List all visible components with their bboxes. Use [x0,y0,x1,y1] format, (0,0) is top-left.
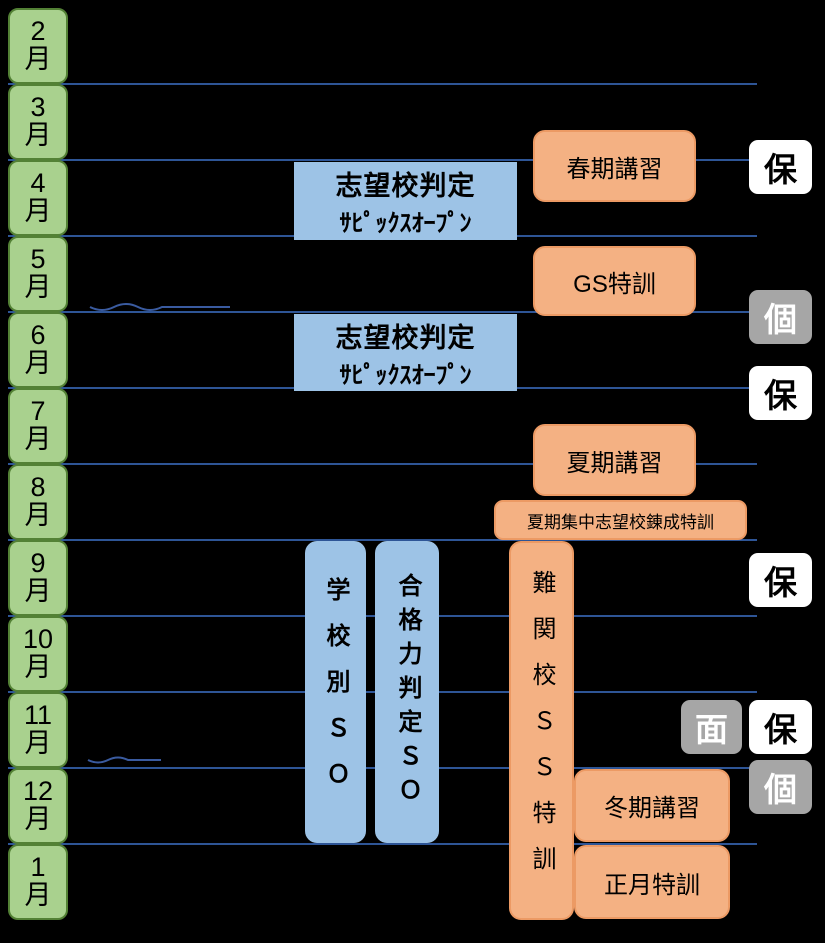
month-suffix: 月 [24,348,52,378]
individual-meeting-badge: 個 [749,290,812,344]
ink-mark [89,303,230,311]
gokakuryoku-hantei-so-box: 合格力判定ＳＯ [375,541,439,843]
month-number: 3 [30,92,46,123]
month-divider-line [8,159,757,161]
ink-mark [87,756,161,764]
school-betsu-so-box: 学校別ＳＯ [305,541,366,843]
parent-meeting-badge: 保 [749,553,812,607]
sapix-open-title: 志望校判定 [335,322,476,353]
sapix-open-april-box: 志望校判定 ｻﾋﾟｯｸｽｵｰﾌﾟﾝ [294,162,517,240]
parent-meeting-badge: 保 [749,140,812,194]
spring-course-box: 春期講習 [533,130,696,202]
month-number: 2 [30,16,46,47]
month-number: 4 [30,168,46,199]
sapix-open-title: 志望校判定 [335,171,476,201]
month-suffix: 月 [24,652,52,682]
month-number: 1 [30,852,46,883]
sapix-open-subtitle: ｻﾋﾟｯｸｽｵｰﾌﾟﾝ [339,210,472,237]
gs-tokkun-box: GS特訓 [533,246,696,316]
parent-meeting-badge: 保 [749,366,812,420]
month-number: 7 [30,396,46,427]
month-suffix: 月 [24,44,52,74]
month-suffix: 月 [24,880,52,910]
month-divider-line [8,539,757,541]
month-number: 11 [23,700,53,731]
winter-course-box: 冬期講習 [574,769,730,842]
sapix-open-june-box: 志望校判定 ｻﾋﾟｯｸｽｵｰﾌﾟﾝ [294,314,517,391]
month-suffix: 月 [24,728,52,758]
shogatsu-tokkun-box: 正月特訓 [574,845,730,919]
parent-meeting-badge: 保 [749,700,812,754]
month-number: 9 [30,548,46,579]
interview-badge: 面 [681,700,742,754]
summer-course-box: 夏期講習 [533,424,696,496]
month-divider-line [8,463,757,465]
month-number: 8 [30,472,46,503]
summer-intensive-box: 夏期集中志望校錬成特訓 [494,500,747,540]
month-number: 12 [22,776,54,807]
month-suffix: 月 [24,576,52,606]
nankan-ss-tokkun-box: 難関校ＳＳ特訓 [509,541,574,920]
individual-meeting-badge: 個 [749,760,812,814]
month-suffix: 月 [24,424,52,454]
month-number: 6 [30,320,46,351]
sapix-open-subtitle: ｻﾋﾟｯｸｽｵｰﾌﾟﾝ [339,361,472,389]
month-number: 10 [22,624,54,655]
month-suffix: 月 [24,272,52,302]
month-suffix: 月 [24,804,52,834]
month-suffix: 月 [24,120,52,150]
month-number: 5 [30,244,46,275]
month-divider-line [8,83,757,85]
month-divider-line [8,843,757,845]
month-divider-line [8,311,757,313]
month-suffix: 月 [24,196,52,226]
month-suffix: 月 [24,500,52,530]
